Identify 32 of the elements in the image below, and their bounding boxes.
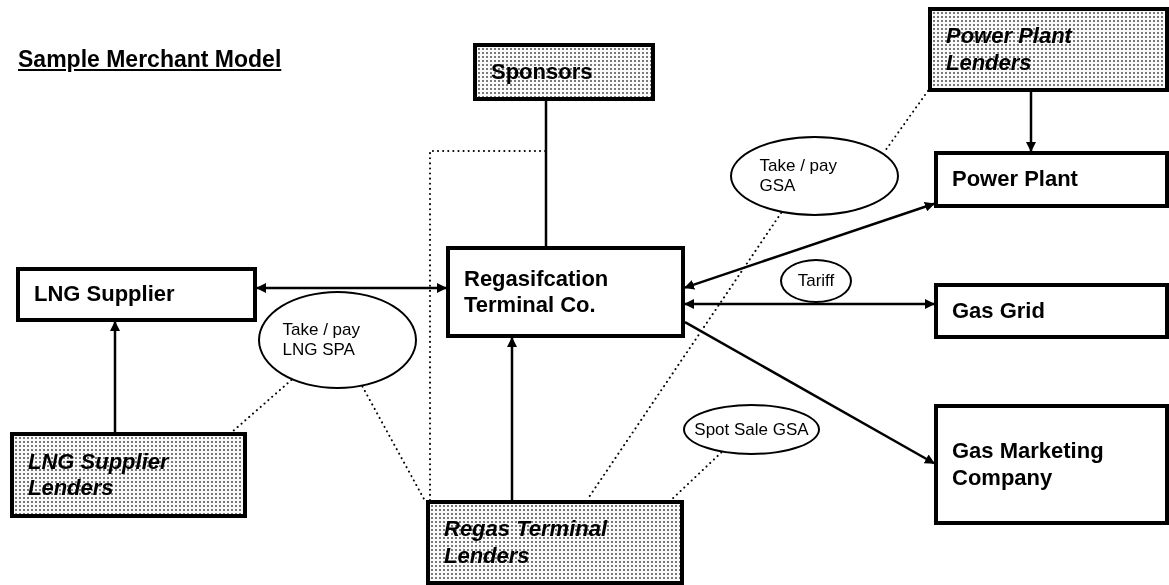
node-label: Gas Grid [952, 297, 1045, 325]
entity-box [934, 151, 1169, 208]
node-label: Regas Terminal Lenders [444, 516, 609, 569]
node-label: Take / pay LNG SPA [282, 320, 361, 360]
arrow [256, 283, 447, 293]
node-label: Sponsors [491, 58, 593, 86]
dotted-connector [429, 150, 547, 501]
node-label: LNG Supplier [34, 281, 175, 308]
node-label: Power Plant Lenders [946, 23, 1074, 76]
arrow [684, 299, 935, 309]
lender-box [10, 432, 247, 518]
node-label: LNG Supplier Lenders [28, 448, 171, 502]
node-label: Regasifcation Terminal Co. [464, 265, 610, 319]
entity-box [16, 267, 257, 322]
node-label: Power Plant [952, 166, 1078, 193]
arrow [110, 321, 120, 432]
node-label: Tariff [797, 271, 835, 291]
node-label: Gas Marketing Company [952, 438, 1105, 491]
node-label: Spot Sale GSA [694, 419, 809, 440]
arrow [507, 337, 517, 500]
dotted-connector [231, 378, 293, 433]
entity-box [934, 283, 1169, 339]
entity-box [934, 404, 1169, 525]
arrow [684, 201, 935, 290]
arrow [1026, 92, 1036, 152]
diagram-title: Sample Merchant Model [18, 46, 282, 73]
sponsor-box [473, 43, 655, 101]
node-label: Take / pay GSA [759, 156, 838, 196]
lender-box [426, 500, 684, 585]
lender-box [928, 7, 1169, 92]
arrow [684, 321, 935, 465]
entity-box [446, 246, 685, 338]
